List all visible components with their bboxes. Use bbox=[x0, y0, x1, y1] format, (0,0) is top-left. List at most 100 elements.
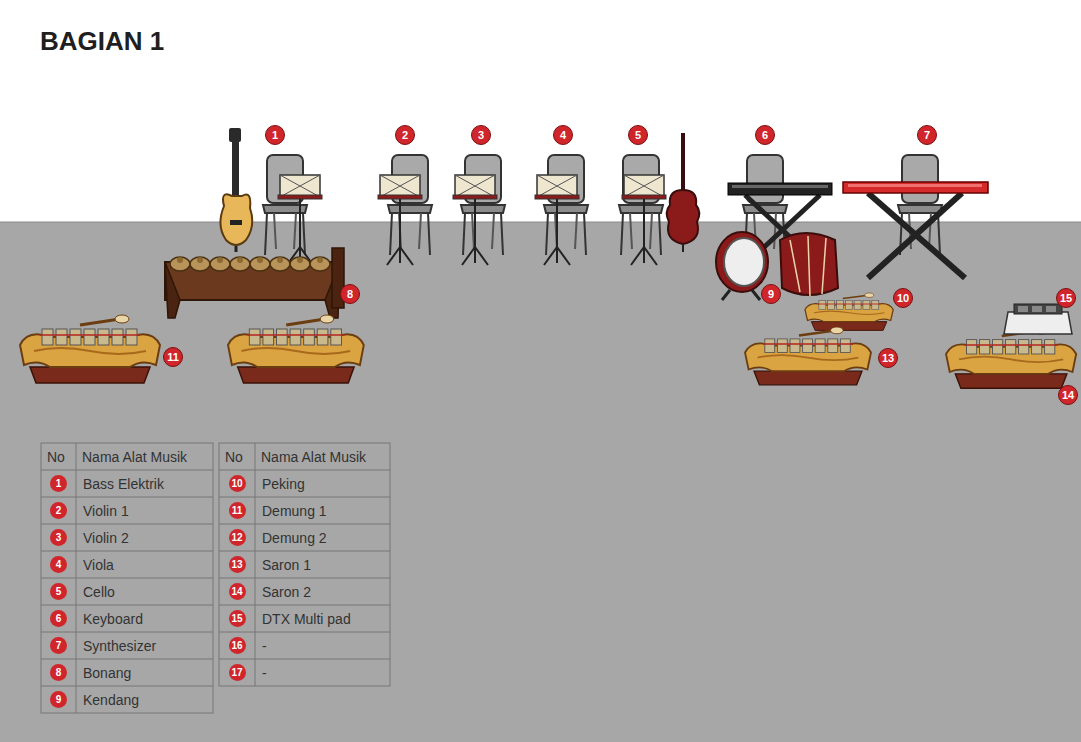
bonang bbox=[165, 248, 344, 318]
table-cell: 17 bbox=[219, 659, 255, 686]
bonang bbox=[217, 257, 223, 263]
chairs bbox=[544, 155, 588, 255]
table-cell: Demung 1 bbox=[255, 497, 390, 524]
synthesizer bbox=[848, 184, 982, 187]
table-cell: 6 bbox=[41, 605, 76, 632]
callout-number: 7 bbox=[917, 125, 937, 145]
table-cell: Nama Alat Musik bbox=[255, 443, 390, 470]
synthesizer bbox=[868, 193, 962, 278]
dtx-multipad bbox=[1004, 304, 1072, 334]
bonang bbox=[190, 257, 210, 271]
table-cell: 9 bbox=[41, 686, 76, 713]
table-number: 16 bbox=[229, 637, 246, 654]
chairs bbox=[263, 155, 942, 255]
table-cell: No bbox=[219, 443, 255, 470]
dtx-multipad bbox=[1032, 306, 1042, 312]
keyboard bbox=[732, 185, 828, 188]
saron bbox=[745, 327, 1076, 388]
table-cell: 1 bbox=[41, 470, 76, 497]
instrument-name: Synthesizer bbox=[83, 638, 156, 654]
instrument-table-right bbox=[219, 578, 390, 579]
table-cell: Violin 2 bbox=[76, 524, 213, 551]
instrument-table-right bbox=[219, 659, 390, 660]
dtx-multipad bbox=[1004, 312, 1072, 334]
instrument-table-right bbox=[219, 551, 390, 552]
instrument-table-left bbox=[41, 443, 213, 713]
kendang bbox=[780, 233, 838, 295]
bonang bbox=[170, 257, 330, 271]
instrument-table-left bbox=[41, 632, 213, 633]
bass-guitar bbox=[235, 246, 238, 252]
table-cell: 12 bbox=[219, 524, 255, 551]
table-number: 6 bbox=[50, 610, 67, 627]
instrument-table-left bbox=[41, 659, 213, 660]
instrument-name: Saron 2 bbox=[262, 584, 311, 600]
kendang bbox=[724, 238, 764, 286]
instrument-name: Bonang bbox=[83, 665, 131, 681]
table-header: Nama Alat Musik bbox=[261, 449, 366, 465]
dtx-multipad bbox=[1014, 304, 1062, 314]
saron bbox=[946, 327, 1076, 388]
chairs bbox=[619, 155, 663, 255]
bonang bbox=[257, 257, 263, 263]
instrument-name: Demung 2 bbox=[262, 530, 327, 546]
table-number: 3 bbox=[50, 529, 67, 546]
instrument-name: Cello bbox=[83, 584, 115, 600]
peking bbox=[805, 293, 893, 330]
instrument-table-right bbox=[219, 470, 390, 471]
bonang bbox=[230, 257, 250, 271]
table-cell: 15 bbox=[219, 605, 255, 632]
bonang bbox=[170, 257, 190, 271]
dtx-multipad bbox=[1046, 306, 1056, 312]
table-cell: 4 bbox=[41, 551, 76, 578]
demung bbox=[228, 315, 364, 383]
table-cell: Saron 1 bbox=[255, 551, 390, 578]
bonang bbox=[177, 257, 323, 263]
callout-number: 3 bbox=[471, 125, 491, 145]
table-cell: - bbox=[255, 659, 390, 686]
callout-number: 1 bbox=[265, 125, 285, 145]
instrument-table-right bbox=[219, 443, 390, 686]
music-stands bbox=[453, 175, 497, 265]
instrument-table-left bbox=[41, 605, 213, 606]
callout-number: 4 bbox=[553, 125, 573, 145]
table-number: 8 bbox=[50, 664, 67, 681]
stage-floor bbox=[0, 222, 1081, 742]
instrument-name: Violin 1 bbox=[83, 503, 129, 519]
callout-number: 11 bbox=[163, 347, 183, 367]
saron bbox=[745, 327, 871, 385]
demung bbox=[20, 315, 160, 383]
bonang bbox=[210, 257, 230, 271]
callout-number: 5 bbox=[628, 125, 648, 145]
table-cell: DTX Multi pad bbox=[255, 605, 390, 632]
kendang bbox=[808, 236, 810, 296]
bonang bbox=[310, 257, 330, 271]
instrument-table-right bbox=[219, 443, 390, 686]
table-number: 7 bbox=[50, 637, 67, 654]
instrument-table-left bbox=[41, 524, 213, 525]
table-number: 4 bbox=[50, 556, 67, 573]
instrument-name: Peking bbox=[262, 476, 305, 492]
bonang bbox=[270, 257, 290, 271]
table-cell: 11 bbox=[219, 497, 255, 524]
table-cell: Bass Elektrik bbox=[76, 470, 213, 497]
instrument-table-left bbox=[41, 578, 213, 579]
table-number: 5 bbox=[50, 583, 67, 600]
bass-guitar bbox=[229, 128, 241, 142]
synthesizer bbox=[843, 182, 988, 193]
table-number: 15 bbox=[229, 610, 246, 627]
table-cell: 7 bbox=[41, 632, 76, 659]
music-stands bbox=[622, 175, 666, 265]
callout-number: 14 bbox=[1058, 385, 1078, 405]
callout-number: 15 bbox=[1056, 288, 1076, 308]
callout-number: 10 bbox=[893, 288, 913, 308]
table-cell: 3 bbox=[41, 524, 76, 551]
table-header: No bbox=[225, 449, 243, 465]
synthesizer bbox=[843, 182, 988, 278]
instrument-name: Saron 1 bbox=[262, 557, 311, 573]
instrument-name: Demung 1 bbox=[262, 503, 327, 519]
kendang bbox=[716, 232, 768, 292]
table-cell: 10 bbox=[219, 470, 255, 497]
cello bbox=[682, 244, 684, 252]
bonang bbox=[250, 257, 270, 271]
